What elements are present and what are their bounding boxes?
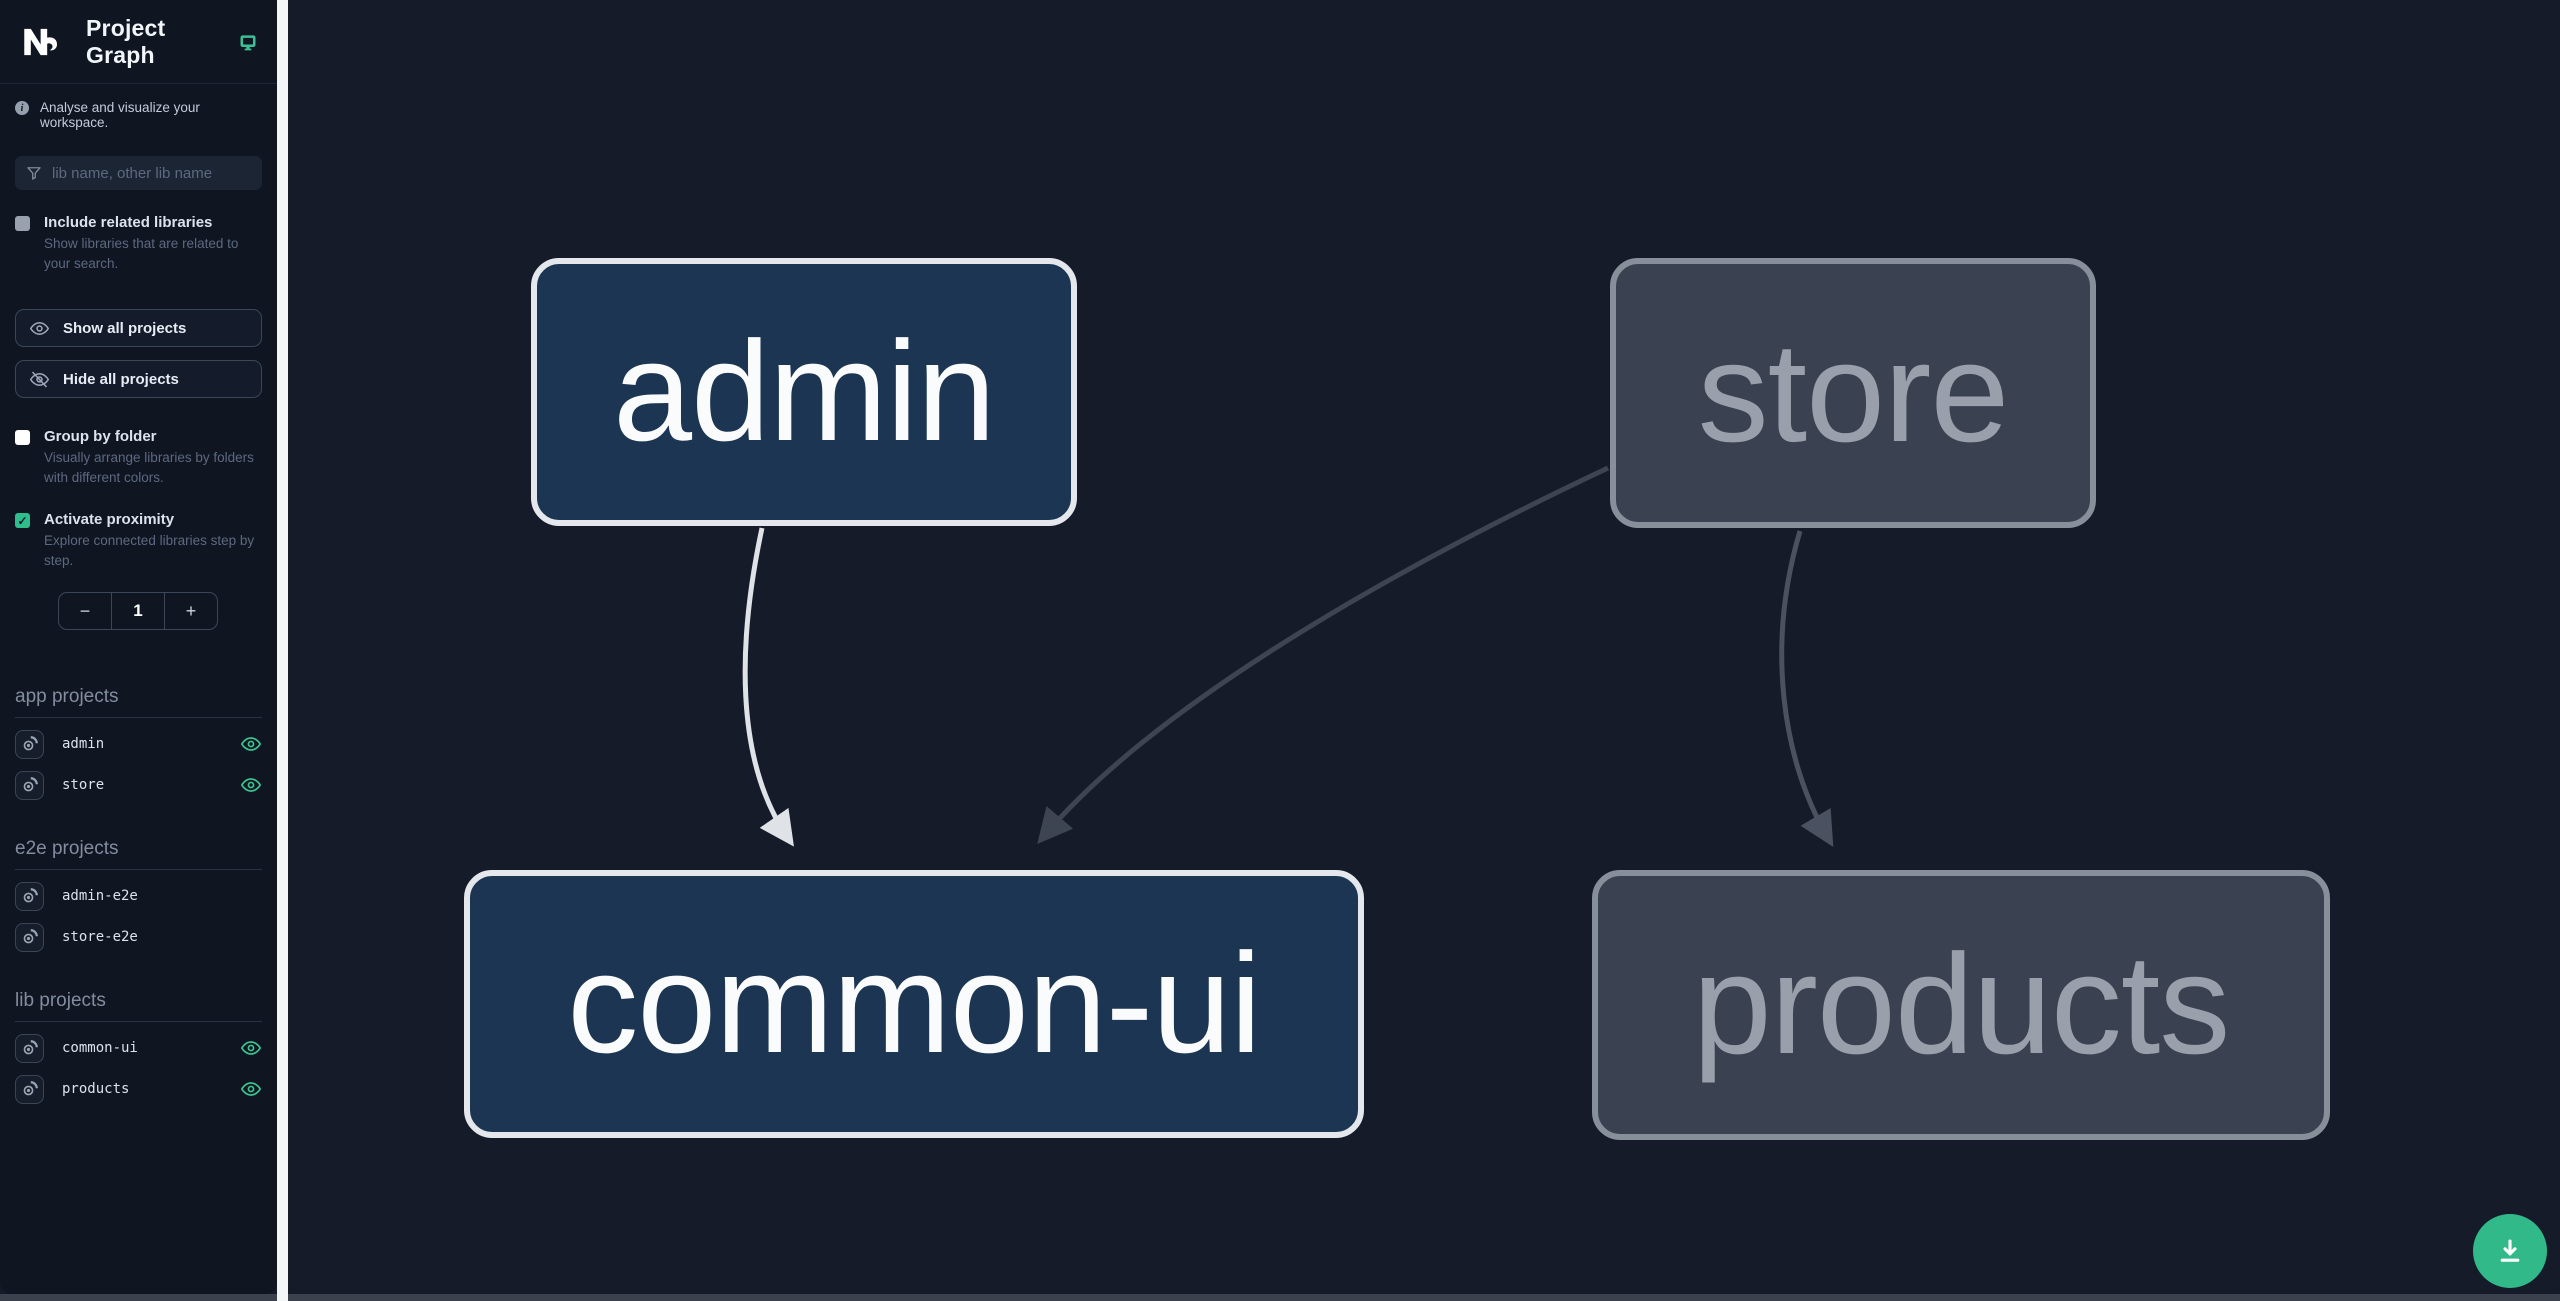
eye-off-icon <box>29 369 50 390</box>
show-all-projects-button[interactable]: Show all projects <box>15 309 262 348</box>
search-box <box>15 156 262 190</box>
include-related-block: Include related libraries Show libraries… <box>15 214 262 273</box>
edge-store-to-common-ui[interactable] <box>1037 465 1610 844</box>
focus-project-button[interactable] <box>15 881 44 911</box>
toggle-visibility-eye-icon[interactable] <box>240 774 262 796</box>
proximity-increase-button[interactable]: + <box>165 593 217 629</box>
sidebar-header: Project Graph <box>0 0 277 84</box>
bottom-scrollbar-track[interactable] <box>0 1294 2560 1301</box>
nx-logo-icon <box>19 24 59 60</box>
download-graph-button[interactable] <box>2473 1214 2547 1288</box>
focus-project-button[interactable] <box>15 770 44 800</box>
project-name[interactable]: admin <box>62 736 105 753</box>
proximity-decrease-button[interactable]: − <box>59 593 111 629</box>
workspace-tagline: i Analyse and visualize your workspace. <box>15 100 262 130</box>
activate-proximity-label: Activate proximity <box>44 511 175 529</box>
tagline-text: Analyse and visualize your workspace. <box>40 100 200 130</box>
group-by-folder-block: Group by folder Visually arrange librari… <box>15 428 262 487</box>
project-name[interactable]: store <box>62 777 105 794</box>
graph-node-common-ui[interactable]: common-ui <box>464 870 1364 1138</box>
group-by-folder-description: Visually arrange libraries by folders wi… <box>44 450 254 485</box>
proximity-value: 1 <box>111 593 165 630</box>
hide-all-projects-label: Hide all projects <box>63 370 179 388</box>
edge-admin-to-common-ui[interactable] <box>742 527 794 847</box>
section-title: e2e projects <box>15 838 262 871</box>
group-by-folder-checkbox[interactable] <box>15 430 30 446</box>
activate-proximity-block: ✓ Activate proximity Explore connected l… <box>15 511 262 570</box>
hide-all-projects-button[interactable]: Hide all projects <box>15 360 262 399</box>
project-row-store: store <box>15 770 262 800</box>
section-e2e-projects: e2e projects admin-e2e <box>15 838 262 952</box>
eye-icon <box>29 318 50 339</box>
graph-canvas[interactable]: admin store common-ui products <box>288 0 2560 1294</box>
project-name[interactable]: admin-e2e <box>62 888 138 905</box>
focus-project-button[interactable] <box>15 729 44 759</box>
focus-project-button[interactable] <box>15 1074 44 1104</box>
project-name[interactable]: products <box>62 1081 130 1098</box>
info-icon: i <box>15 101 29 115</box>
graph-edges <box>742 465 1834 848</box>
include-related-description: Show libraries that are related to your … <box>44 236 239 271</box>
project-row-products: products <box>15 1074 262 1104</box>
project-name[interactable]: common-ui <box>62 1040 138 1057</box>
graph-node-store[interactable]: store <box>1610 258 2096 528</box>
focus-project-button[interactable] <box>15 922 44 952</box>
show-all-projects-label: Show all projects <box>63 319 187 337</box>
section-app-projects: app projects admin <box>15 686 262 800</box>
app-title: Project Graph <box>86 14 166 68</box>
monitor-icon[interactable] <box>238 32 258 52</box>
graph-node-products[interactable]: products <box>1592 870 2330 1140</box>
toggle-visibility-eye-icon[interactable] <box>240 1078 262 1100</box>
section-lib-projects: lib projects common-ui <box>15 990 262 1104</box>
project-row-store-e2e: store-e2e <box>15 922 262 952</box>
download-icon <box>2493 1234 2527 1268</box>
toggle-visibility-eye-icon[interactable] <box>240 1037 262 1059</box>
section-title: lib projects <box>15 990 262 1023</box>
include-related-checkbox[interactable] <box>15 216 30 231</box>
sidebar: Project Graph i Analyse and visualize yo… <box>0 0 277 1294</box>
include-related-label: Include related libraries <box>44 214 213 231</box>
activate-proximity-description: Explore connected libraries step by step… <box>44 533 255 568</box>
filter-icon <box>25 164 43 182</box>
edge-store-to-products[interactable] <box>1779 530 1834 848</box>
search-input[interactable] <box>52 164 252 182</box>
activate-proximity-checkbox[interactable]: ✓ <box>15 513 30 529</box>
project-row-admin: admin <box>15 729 262 759</box>
project-row-admin-e2e: admin-e2e <box>15 881 262 911</box>
toggle-visibility-eye-icon[interactable] <box>240 733 262 755</box>
section-title: app projects <box>15 686 262 719</box>
project-name[interactable]: store-e2e <box>62 929 138 946</box>
focus-project-button[interactable] <box>15 1033 44 1063</box>
proximity-stepper: − 1 + <box>58 592 218 631</box>
group-by-folder-label: Group by folder <box>44 428 157 446</box>
project-row-common-ui: common-ui <box>15 1033 262 1063</box>
sidebar-resize-divider[interactable] <box>277 0 288 1301</box>
graph-node-admin[interactable]: admin <box>531 258 1077 526</box>
